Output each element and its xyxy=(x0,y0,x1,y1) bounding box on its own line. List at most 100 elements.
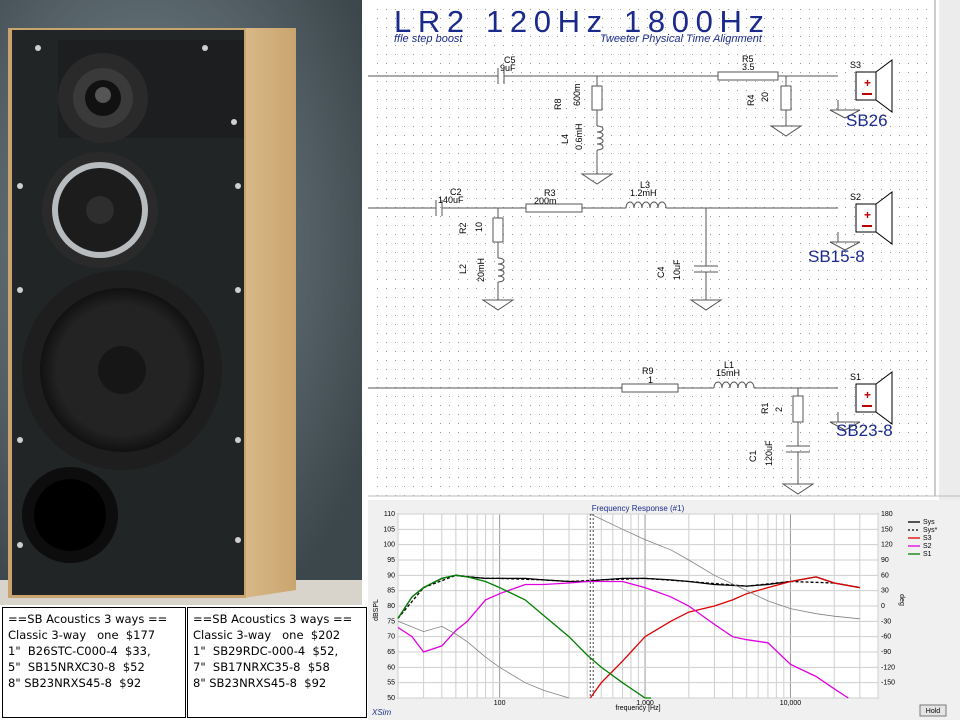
note-line: Classic 3-way one $202 xyxy=(193,628,341,642)
label-r4-value: 20 xyxy=(760,92,770,102)
x-tick-label: 100 xyxy=(494,700,506,707)
label-r9: R9 xyxy=(642,366,654,376)
label-s1: S1 xyxy=(850,372,861,382)
crossover-schematic: LR2 120Hz 1800Hz ffle step boost Tweeter… xyxy=(368,0,960,500)
note-line: 7" SB17NRXC35-8 $58 xyxy=(193,660,330,674)
series-s1 xyxy=(397,574,652,699)
schematic-title: LR2 120Hz 1800Hz xyxy=(394,4,764,39)
label-r8-value: 600m xyxy=(572,83,582,106)
legend-entry: Sys xyxy=(923,519,935,526)
series-s1-phase xyxy=(397,620,570,699)
label-c5: C5 xyxy=(504,55,516,65)
label-l1-value: 15mH xyxy=(716,368,740,378)
label-c2: C2 xyxy=(450,187,462,197)
label-l3-value: 1.2mH xyxy=(630,188,657,198)
y-right-tick-label: -60 xyxy=(881,634,891,641)
y-tick-label: 95 xyxy=(387,557,395,564)
label-c1: C1 xyxy=(748,450,758,462)
svg-text:+: + xyxy=(864,208,871,222)
y-tick-label: 55 xyxy=(387,680,395,687)
note-line: 1" B26STC-C000-4 $33, xyxy=(8,644,151,658)
label-r3: R3 xyxy=(544,188,556,198)
y-right-tick-label: -120 xyxy=(881,664,895,671)
driver-label-sb26: SB26 xyxy=(846,111,888,130)
y-tick-label: 60 xyxy=(387,664,395,671)
legend-entry: S3 xyxy=(923,535,932,542)
driver-s2-icon: + xyxy=(855,191,893,245)
note-line: 8" SB23NRXS45-8 $92 xyxy=(8,676,142,690)
note-line: ==SB Acoustics 3 ways == xyxy=(8,612,168,626)
y-tick-label: 75 xyxy=(387,618,395,625)
y-right-tick-label: -30 xyxy=(881,618,891,625)
y-tick-label: 90 xyxy=(387,572,395,579)
y-right-tick-label: 90 xyxy=(881,557,889,564)
series-s3 xyxy=(589,576,860,699)
hold-button[interactable]: Hold xyxy=(919,704,947,717)
notes-box-classic-1: ==SB Acoustics 3 ways == Classic 3-way o… xyxy=(2,607,186,718)
y-right-tick-label: -90 xyxy=(881,649,891,656)
label-r5: R5 xyxy=(742,54,754,64)
label-r8: R8 xyxy=(553,98,563,110)
speaker-photo xyxy=(0,0,362,605)
driver-s1-icon: + xyxy=(855,371,893,425)
label-c1-value: 120uF xyxy=(764,440,774,466)
note-line: 1" SB29RDC-000-4 $52, xyxy=(193,644,339,658)
label-l1: L1 xyxy=(724,360,734,370)
note-line: ==SB Acoustics 3 ways == xyxy=(193,612,353,626)
driver-s3-icon: + xyxy=(855,59,893,113)
hold-button-label: Hold xyxy=(926,708,941,715)
label-c4-value: 10uF xyxy=(672,259,682,280)
label-r5-value: 3.5 xyxy=(742,62,755,72)
note-line: 5" SB15NRXC30-8 $52 xyxy=(8,660,145,674)
y-right-tick-label: 0 xyxy=(881,603,885,610)
y-tick-label: 100 xyxy=(383,542,395,549)
label-l2-value: 20mH xyxy=(476,258,486,282)
driver-label-sb15: SB15-8 xyxy=(808,247,865,266)
label-c5-value: 9uF xyxy=(500,63,516,73)
label-c4: C4 xyxy=(656,266,666,278)
notes-box-classic-2: ==SB Acoustics 3 ways == Classic 3-way o… xyxy=(187,607,367,718)
chart-title: Frequency Response (#1) xyxy=(592,504,685,513)
label-r2: R2 xyxy=(458,222,468,234)
y-axis-label-left: dBSPL xyxy=(373,599,380,621)
schematic-subtitle-right: Tweeter Physical Time Alignment xyxy=(600,33,763,45)
legend-entry: S2 xyxy=(923,543,932,550)
svg-text:+: + xyxy=(864,76,871,90)
y-tick-label: 105 xyxy=(383,526,395,533)
y-right-tick-label: 120 xyxy=(881,542,893,549)
y-tick-label: 80 xyxy=(387,603,395,610)
legend-entry: Sys* xyxy=(923,527,938,534)
note-line: 8" SB23NRXS45-8 $92 xyxy=(193,676,327,690)
note-line: Classic 3-way one $177 xyxy=(8,628,156,642)
y-right-tick-label: 60 xyxy=(881,572,889,579)
svg-text:+: + xyxy=(864,388,871,402)
y-axis-label-right: deg xyxy=(898,594,905,606)
label-s2: S2 xyxy=(850,192,861,202)
y-tick-label: 85 xyxy=(387,588,395,595)
y-right-tick-label: 150 xyxy=(881,526,893,533)
x-tick-label: 1,000 xyxy=(636,700,654,707)
label-l4: L4 xyxy=(560,134,570,144)
label-l3: L3 xyxy=(640,180,650,190)
x-tick-label: 10,000 xyxy=(780,700,802,707)
y-right-tick-label: 30 xyxy=(881,588,889,595)
label-r2-value: 10 xyxy=(474,222,484,232)
y-tick-label: 110 xyxy=(384,511,395,518)
label-s3: S3 xyxy=(850,60,861,70)
series-s2 xyxy=(397,580,849,699)
label-l2: L2 xyxy=(458,264,468,274)
driver-label-sb23: SB23-8 xyxy=(836,421,893,440)
y-right-tick-label: -150 xyxy=(881,680,895,687)
label-r1-value: 2 xyxy=(774,407,784,412)
series-sys-phase xyxy=(590,513,860,620)
label-r4: R4 xyxy=(746,94,756,106)
schematic-subtitle-left: ffle step boost xyxy=(394,33,463,45)
xsim-brand: XSim xyxy=(371,708,391,717)
x-axis-label: frequency [Hz] xyxy=(615,705,660,712)
label-r9-value: 1 xyxy=(648,375,653,385)
label-r1: R1 xyxy=(760,402,770,414)
cabinet-side xyxy=(244,28,296,598)
y-right-tick-label: 180 xyxy=(881,511,893,518)
legend-entry: S1 xyxy=(923,551,932,558)
